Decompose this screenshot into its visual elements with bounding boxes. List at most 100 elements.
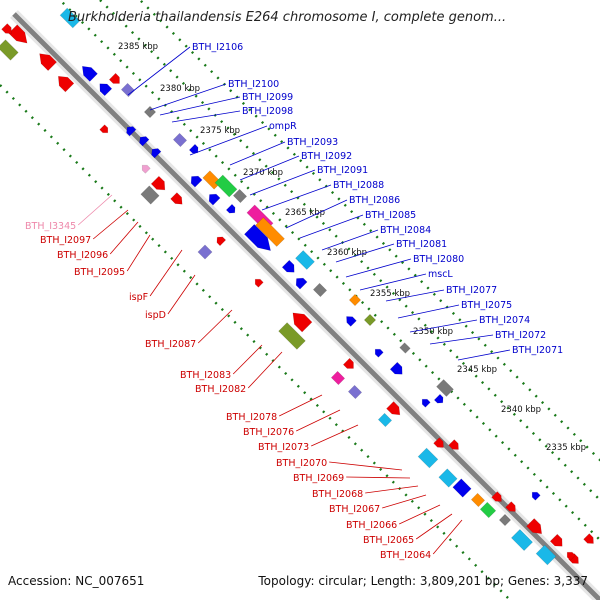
gene-feature-63 <box>583 533 594 544</box>
reverse-leader-5 <box>167 274 196 315</box>
reverse-gene-label-17: BTH_I2065 <box>363 535 414 546</box>
reverse-gene-label-5: ispD <box>145 310 166 321</box>
reverse-gene-label-13: BTH_I2069 <box>293 473 344 484</box>
forward-leader-6 <box>239 155 300 181</box>
gene-feature-41 <box>347 384 363 400</box>
reverse-leader-8 <box>247 351 283 389</box>
gene-feature-40 <box>330 370 346 386</box>
reverse-gene-label-15: BTH_I2067 <box>329 504 380 515</box>
gene-feature-16 <box>202 170 222 190</box>
gene-feature-26 <box>150 175 166 191</box>
gene-feature-54 <box>479 501 497 519</box>
forward-gene-label-0: BTH_I2106 <box>192 42 243 53</box>
gene-feature-60 <box>535 544 557 566</box>
gene-feature-18 <box>232 188 248 204</box>
reverse-gene-label-14: BTH_I2068 <box>312 489 363 500</box>
forward-leader-13 <box>345 258 412 278</box>
gene-feature-34 <box>348 293 362 307</box>
gene-feature-11 <box>126 126 137 137</box>
reverse-gene-label-10: BTH_I2076 <box>243 427 294 438</box>
forward-gene-label-5: BTH_I2093 <box>287 137 338 148</box>
genome-summary-text: Topology: circular; Length: 3,809,201 bp… <box>258 574 588 588</box>
forward-gene-label-15: BTH_I2077 <box>446 285 497 296</box>
gene-feature-6 <box>108 72 120 84</box>
forward-leader-12 <box>335 243 395 263</box>
reverse-gene-label-1: BTH_I2097 <box>40 235 91 246</box>
gene-feature-31 <box>295 250 315 270</box>
scale-label-6: 2355 kbp <box>370 289 410 299</box>
reverse-gene-label-16: BTH_I2066 <box>346 520 397 531</box>
forward-leader-3 <box>171 110 241 123</box>
forward-leader-1 <box>149 83 227 111</box>
reverse-leader-6 <box>197 309 233 344</box>
forward-gene-label-18: BTH_I2072 <box>495 330 546 341</box>
reverse-leader-4 <box>149 249 183 297</box>
gene-feature-17 <box>214 174 238 198</box>
reverse-leader-17 <box>415 513 453 540</box>
forward-gene-label-6: BTH_I2092 <box>301 151 352 162</box>
scale-label-1: 2380 kbp <box>160 84 200 94</box>
gene-feature-35 <box>346 316 357 327</box>
reverse-leader-12 <box>329 461 403 471</box>
gene-feature-51 <box>438 468 458 488</box>
gene-feature-38 <box>278 322 306 350</box>
reverse-gene-label-8: BTH_I2082 <box>195 384 246 395</box>
forward-leader-10 <box>299 214 364 239</box>
gene-feature-30 <box>281 259 295 273</box>
gene-feature-55 <box>498 513 512 527</box>
forward-gene-label-1: BTH_I2100 <box>228 79 279 90</box>
reverse-leader-13 <box>346 476 411 479</box>
gene-feature-19 <box>225 203 236 214</box>
forward-leader-18 <box>429 334 494 345</box>
gene-feature-37 <box>292 312 313 333</box>
scale-label-9: 2340 kbp <box>501 405 541 415</box>
forward-gene-label-17: BTH_I2074 <box>479 315 530 326</box>
forward-gene-label-16: BTH_I2075 <box>461 300 512 311</box>
gene-feature-24 <box>243 223 272 252</box>
forward-gene-label-3: BTH_I2098 <box>242 106 293 117</box>
gene-feature-28 <box>197 244 213 260</box>
forward-leader-19 <box>457 349 511 361</box>
forward-gene-label-19: BTH_I2071 <box>512 345 563 356</box>
forward-leader-4 <box>189 125 268 156</box>
forward-leader-14 <box>359 273 427 291</box>
map-title: Burkholderia thailandensis E264 chromoso… <box>68 10 507 25</box>
gene-feature-68 <box>254 278 264 288</box>
reverse-leader-15 <box>382 494 427 509</box>
reverse-leader-2 <box>109 221 139 255</box>
forward-leader-16 <box>397 304 460 319</box>
forward-gene-label-8: BTH_I2088 <box>333 180 384 191</box>
reverse-leader-14 <box>365 485 419 494</box>
forward-gene-label-13: BTH_I2080 <box>413 254 464 265</box>
guide-line-1 <box>138 0 600 462</box>
gene-feature-48 <box>433 437 444 448</box>
forward-gene-label-9: BTH_I2086 <box>349 195 400 206</box>
accession-text: Accession: NC_007651 <box>8 574 145 588</box>
gene-feature-46 <box>386 401 401 416</box>
gene-feature-0 <box>59 7 81 29</box>
gene-feature-52 <box>452 478 472 498</box>
reverse-leader-11 <box>311 424 359 447</box>
reverse-leader-0 <box>77 194 113 226</box>
gene-feature-13 <box>151 148 162 159</box>
forward-leader-9 <box>285 199 348 229</box>
gene-feature-44 <box>436 379 454 397</box>
reverse-leader-9 <box>279 394 323 417</box>
gene-feature-25 <box>140 185 160 205</box>
reverse-gene-label-2: BTH_I2096 <box>57 250 108 261</box>
reverse-gene-label-6: BTH_I2087 <box>145 339 196 350</box>
gene-feature-59 <box>510 528 534 552</box>
forward-gene-label-14: mscL <box>428 269 453 280</box>
gene-feature-15 <box>188 143 199 154</box>
gene-feature-12 <box>139 136 150 147</box>
gene-feature-27 <box>170 192 183 205</box>
guide-line-outer <box>99 0 600 501</box>
reverse-gene-label-3: BTH_I2095 <box>74 267 125 278</box>
gene-feature-14 <box>172 132 188 148</box>
gene-feature-3 <box>1 23 12 34</box>
scale-label-0: 2385 kbp <box>118 42 158 52</box>
scale-label-2: 2375 kbp <box>200 126 240 136</box>
backbone <box>12 12 600 600</box>
gene-feature-2 <box>0 39 19 61</box>
